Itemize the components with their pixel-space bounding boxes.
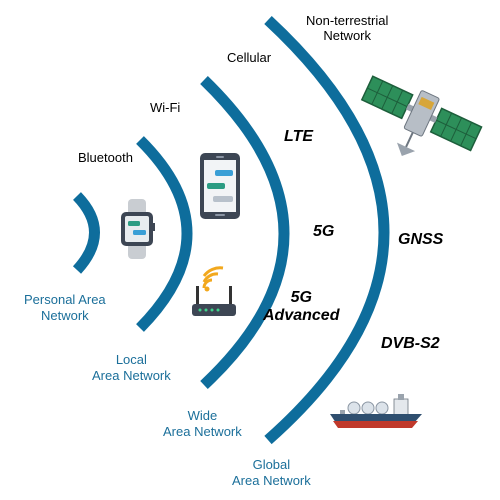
- dvbs2-label: DVB-S2: [381, 335, 440, 352]
- wan-arc: [200, 76, 290, 390]
- gan-label: Global Area Network: [232, 457, 311, 488]
- bluetooth-label: Bluetooth: [78, 150, 133, 165]
- lan-label: Local Area Network: [92, 352, 171, 383]
- lan-arc: [136, 136, 193, 332]
- fiveg-label: 5G: [313, 223, 335, 240]
- pan-label: Personal Area Network: [24, 292, 106, 323]
- gan-arc: [264, 15, 390, 445]
- pan-arc: [72, 192, 100, 274]
- smartwatch-icon: [121, 199, 155, 259]
- gnss-label: GNSS: [398, 231, 444, 248]
- cargo-ship-icon: [330, 394, 422, 428]
- lte-label: LTE: [284, 128, 314, 145]
- wifi-router-icon: [192, 266, 236, 316]
- cellular-label: Cellular: [227, 50, 272, 65]
- ntn-label: Non-terrestrial Network: [306, 13, 389, 43]
- wifi-label: Wi-Fi: [150, 100, 181, 115]
- smartphone-icon: [200, 153, 240, 219]
- satellite-icon: [360, 75, 483, 156]
- fiveg-advanced-label: 5G Advanced: [263, 289, 340, 324]
- wan-label: Wide Area Network: [163, 408, 242, 439]
